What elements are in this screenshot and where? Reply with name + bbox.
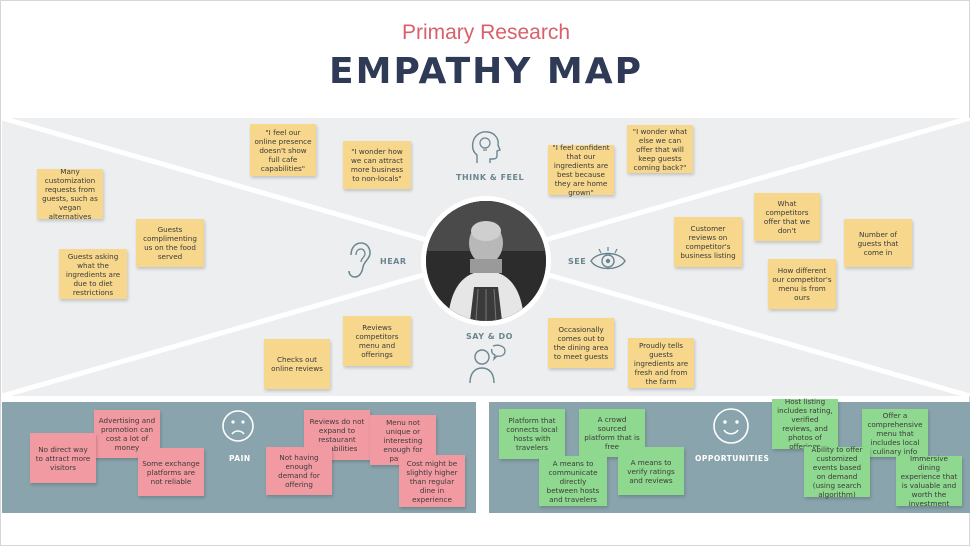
sad-face-icon <box>221 409 255 447</box>
smiley-face-icon <box>712 407 750 449</box>
ear-icon <box>347 241 371 283</box>
pain-note: Not having enough demand for offering <box>266 447 332 495</box>
chef-portrait-image <box>426 201 546 321</box>
hear-note: Many customization requests from guests,… <box>37 167 103 221</box>
opportunity-note: A means to verify ratings and reviews <box>618 447 684 495</box>
opportunity-note: A means to communicate directly between … <box>539 456 607 506</box>
page-subtitle: Primary Research <box>401 21 571 44</box>
pain-note: Advertising and promotion can cost a lot… <box>94 410 160 458</box>
opportunities-label: OPPORTUNITIES <box>695 454 770 463</box>
say-do-note: Checks out online reviews <box>264 339 330 389</box>
persona-photo <box>421 196 551 326</box>
page-title: EMPATHY MAP <box>329 51 643 92</box>
opportunity-note: Host listing includes rating, verified r… <box>772 397 838 451</box>
opportunity-note: Immersive dining experience that is valu… <box>896 454 962 508</box>
lightbulb-head-icon <box>471 129 501 171</box>
pain-label: PAIN <box>229 454 251 463</box>
say-do-note: Reviews competitors menu and offerings <box>343 316 411 366</box>
see-note: How different our competitor's menu is f… <box>768 259 836 309</box>
eye-icon <box>589 246 627 280</box>
think-feel-note: "I wonder how we can attract more busine… <box>343 141 411 189</box>
see-note: What competitors offer that we don't <box>754 193 820 241</box>
think-feel-note: "I wonder what else we can offer that wi… <box>627 125 693 173</box>
opportunity-note: Offer a comprehensive menu that includes… <box>862 409 928 457</box>
see-note: Customer reviews on competitor's busines… <box>674 217 742 267</box>
think-feel-note: "I feel our online presence doesn't show… <box>250 124 316 176</box>
pain-note: Some exchange platforms are not reliable <box>138 448 204 496</box>
pain-note: Cost might be slightly higher than regul… <box>399 455 465 507</box>
say-do-note: Occasionally comes out to the dining are… <box>548 318 614 368</box>
opportunity-note: Platform that connects local hosts with … <box>499 409 565 459</box>
say-do-label: SAY & DO <box>466 332 513 341</box>
opportunity-note: Ability to offer customized events based… <box>804 445 870 499</box>
think-feel-label: THINK & FEEL <box>456 173 525 182</box>
see-label: SEE <box>568 257 587 266</box>
think-feel-note: "I feel confident that our ingredients a… <box>548 143 614 197</box>
hear-note: Guests complimenting us on the food serv… <box>136 219 204 267</box>
say-do-note: Proudly tells guests ingredients are fre… <box>628 338 694 388</box>
hear-label: HEAR <box>380 257 407 266</box>
speaking-person-icon <box>467 343 507 389</box>
pain-note: No direct way to attract more visitors <box>30 433 96 483</box>
hear-note: Guests asking what the ingredients are d… <box>59 249 127 299</box>
see-note: Number of guests that come in <box>844 219 912 267</box>
